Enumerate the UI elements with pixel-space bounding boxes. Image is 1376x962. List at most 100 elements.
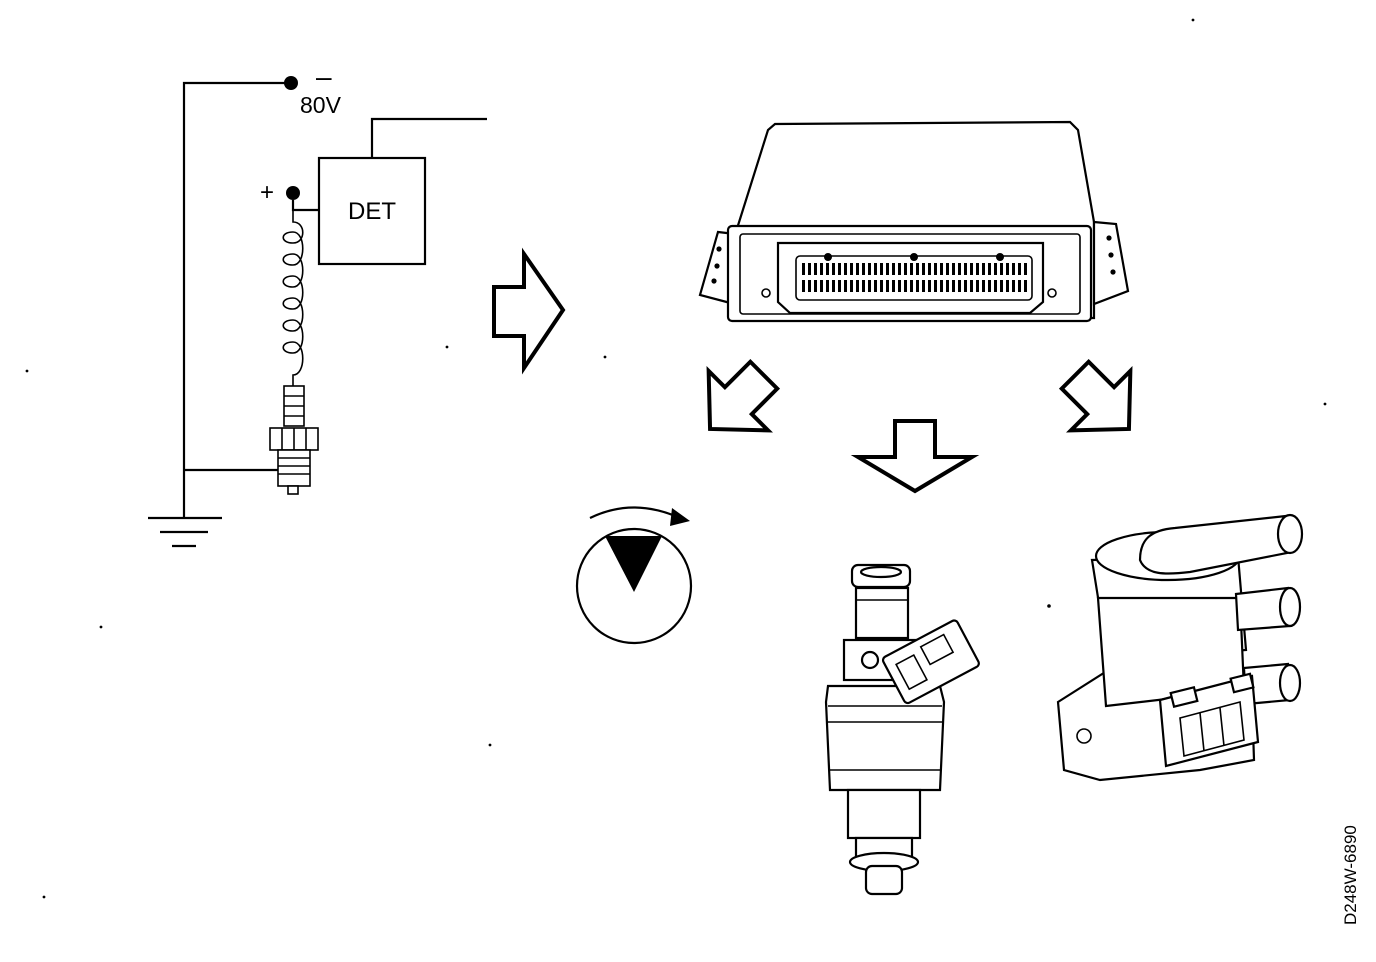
ecu-pin	[850, 280, 853, 292]
ecu-pin	[1018, 263, 1021, 275]
ecu-pin	[898, 280, 901, 292]
ecu-pin	[892, 263, 895, 275]
ecu-pin	[910, 263, 913, 275]
ecu-pin	[820, 263, 823, 275]
ecu-pin	[952, 280, 955, 292]
ecu-pin	[952, 263, 955, 275]
ecu-pin	[958, 280, 961, 292]
ecu-pin	[976, 263, 979, 275]
ecu-pin	[862, 263, 865, 275]
ground-wire	[182, 81, 290, 518]
ecu-pin	[838, 263, 841, 275]
ecu-pin	[994, 263, 997, 275]
voltage-label: 80V	[300, 92, 342, 118]
ignition-timing-icon	[575, 506, 693, 645]
ecu-pin	[868, 263, 871, 275]
ecu-pin	[844, 280, 847, 292]
ecu-pin	[832, 263, 835, 275]
ecu-pin	[820, 280, 823, 292]
fuel-injector-icon	[824, 563, 980, 896]
ecu-pin	[856, 263, 859, 275]
ecu-pin	[892, 280, 895, 292]
ecu-pin	[898, 263, 901, 275]
ecu-pin	[802, 263, 805, 275]
ecu-pin	[910, 280, 913, 292]
ecu-pin	[1006, 263, 1009, 275]
ecu-pin	[802, 280, 805, 292]
ecu-pin	[886, 280, 889, 292]
ecu-pin	[982, 263, 985, 275]
ecu-pin	[880, 263, 883, 275]
ecu-pin	[976, 280, 979, 292]
ecu-pin	[808, 263, 811, 275]
detector-label: DET	[348, 198, 396, 225]
ecu-pin	[916, 280, 919, 292]
ecu-pin	[1024, 280, 1027, 292]
ecu-pin	[922, 280, 925, 292]
ecu-pin	[994, 280, 997, 292]
ecu-pin	[1012, 263, 1015, 275]
ecu-pin	[964, 280, 967, 292]
arrow-right-icon	[492, 247, 566, 375]
ecu-pin	[982, 280, 985, 292]
ecu-pin	[1000, 280, 1003, 292]
ecu-pin	[946, 280, 949, 292]
ecu-pin	[958, 263, 961, 275]
ecu-pin	[808, 280, 811, 292]
ecu-pin	[964, 263, 967, 275]
detection-circuit: – 80V + DET	[148, 61, 487, 548]
ecu-pin	[844, 263, 847, 275]
ecu-pin	[1000, 263, 1003, 275]
ecu-pin	[1018, 280, 1021, 292]
idle-valve-icon	[1056, 513, 1304, 782]
ecu-pin	[886, 263, 889, 275]
ecu-pin	[1024, 263, 1027, 275]
ecu-pin	[874, 263, 877, 275]
arrow-down-right-icon	[1058, 358, 1133, 433]
ecu-pin	[970, 280, 973, 292]
ecu-pin	[988, 263, 991, 275]
ecu-pin	[1006, 280, 1009, 292]
ecu-pin	[934, 280, 937, 292]
ecu-pin	[904, 280, 907, 292]
ecu-pin	[880, 280, 883, 292]
ecu-pin	[928, 263, 931, 275]
ecu-pin	[838, 280, 841, 292]
arrow-down-icon	[850, 419, 980, 494]
ecu-pin	[946, 263, 949, 275]
ecu-pin	[850, 263, 853, 275]
ecu-pin	[904, 263, 907, 275]
ecu-pin	[814, 263, 817, 275]
ecu-pin	[970, 263, 973, 275]
ecu-pin	[868, 280, 871, 292]
positive-terminal	[286, 186, 300, 200]
ecu-pin	[832, 280, 835, 292]
reference-code: D248W-6890	[1341, 825, 1360, 925]
ecu-pin	[922, 263, 925, 275]
arrow-down-left-icon	[706, 358, 781, 433]
spark-plug-icon	[269, 385, 319, 495]
ecu-pin	[916, 263, 919, 275]
ground-icon	[148, 516, 222, 548]
negative-terminal	[284, 76, 298, 90]
minus-sign: –	[316, 61, 332, 92]
detector-box	[317, 156, 427, 266]
ecu-pins	[802, 263, 1027, 292]
ecu-pin	[814, 280, 817, 292]
detector-output-wire	[370, 117, 487, 158]
ecu-pin	[862, 280, 865, 292]
ecu-pin	[1012, 280, 1015, 292]
ecu-pin	[826, 280, 829, 292]
scan-specks	[25, 18, 1327, 899]
ecu-pin	[940, 263, 943, 275]
plus-sign: +	[260, 179, 274, 206]
ecu-pin	[874, 280, 877, 292]
detector-input-wire	[291, 200, 319, 212]
coil-icon	[282, 210, 304, 386]
ecu-icon	[698, 120, 1130, 323]
ecu-pin	[856, 280, 859, 292]
ecu-pin	[988, 280, 991, 292]
ecu-pin	[940, 280, 943, 292]
ecu-pin	[826, 263, 829, 275]
